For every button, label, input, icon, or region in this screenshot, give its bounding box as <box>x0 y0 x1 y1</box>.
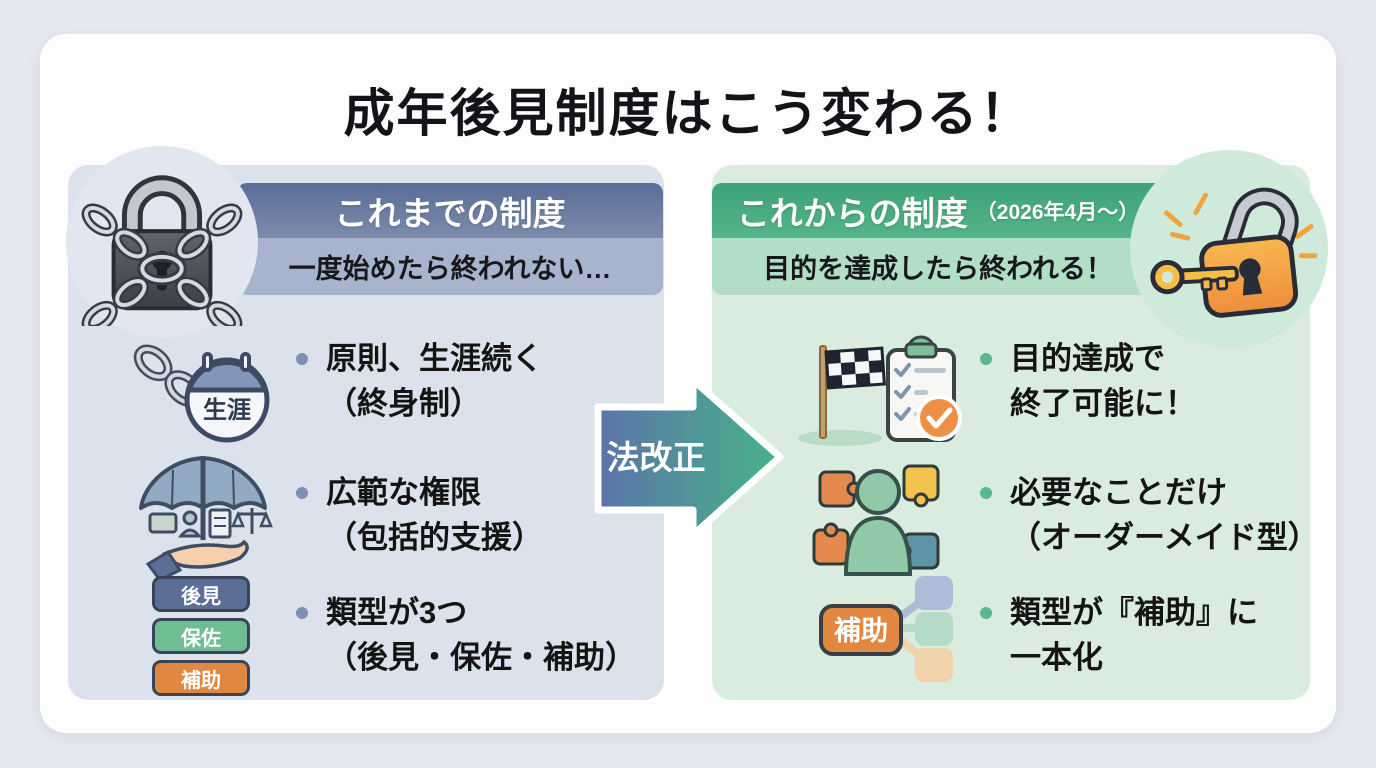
old-item-3-line2: （後見・保佐・補助） <box>326 640 636 675</box>
new-system-subheader-label: 目的を達成したら終われる！ <box>763 254 1113 284</box>
old-system-header: これまでの制度 <box>237 183 663 238</box>
new-item-1-text: 目的達成で 終了可能に！ <box>980 336 1376 426</box>
old-system-header-label: これまでの制度 <box>334 194 566 232</box>
bullet-icon <box>296 487 308 499</box>
old-item-1-text: 原則、生涯続く （終身制） <box>296 336 696 426</box>
unlocked-padlock-circle <box>1130 150 1328 348</box>
new-item-3-line2: 一本化 <box>1010 640 1103 675</box>
old-item-3-line1: 類型が3つ <box>326 595 468 630</box>
old-item-2-line2: （包括的支援） <box>326 520 543 555</box>
lifetime-calendar-label: 生涯 <box>203 397 251 424</box>
chain-calendar-icon: 生涯 <box>133 344 270 443</box>
hosa-badge: 保佐 <box>152 618 250 654</box>
law-reform-label: 法改正 <box>607 439 706 476</box>
right-arrow-icon: 法改正 <box>594 376 784 539</box>
new-system-header-label: これからの制度 <box>736 194 968 232</box>
bullet-icon <box>980 353 992 365</box>
new-item-2-line1: 必要なことだけ <box>1010 475 1227 510</box>
old-item-2-icon <box>128 448 278 578</box>
old-item-2-text: 広範な権限 （包括的支援） <box>296 470 696 560</box>
unlocked-padlock-key-icon <box>1150 187 1317 318</box>
new-item-2-line2: （オーダーメイド型） <box>1010 520 1319 555</box>
new-system-header-note: （2026年4月～） <box>975 200 1140 224</box>
old-item-1-icon: 生涯 <box>130 332 280 447</box>
new-item-1-line2: 終了可能に！ <box>1010 386 1196 421</box>
goal-flag-checklist-icon <box>798 335 962 446</box>
chained-padlock-circle <box>66 146 258 338</box>
old-item-1-line2: （終身制） <box>326 386 481 421</box>
old-system-subheader: 一度始めたら終われない… <box>237 238 663 295</box>
law-reform-arrow: 法改正 <box>588 352 788 557</box>
new-item-2-text: 必要なことだけ （オーダーメイド型） <box>980 470 1376 560</box>
bullet-icon <box>296 607 308 619</box>
puzzle-person-icon <box>812 464 940 576</box>
bullet-icon <box>980 607 992 619</box>
new-item-3-icon: 補助 <box>815 572 985 684</box>
old-item-3-text: 類型が3つ （後見・保佐・補助） <box>296 590 696 680</box>
new-item-1-icon <box>792 332 972 450</box>
old-item-1-line1: 原則、生涯続く <box>326 341 543 376</box>
hojo-unification-icon: 補助 <box>819 576 953 682</box>
hojo-branch-badge-label: 補助 <box>833 616 888 646</box>
new-item-3-line1: 類型が『補助』に <box>1010 595 1258 630</box>
new-item-1-line1: 目的達成で <box>1010 341 1165 376</box>
old-system-subheader-label: 一度始めたら終われない… <box>288 254 612 284</box>
hojo-badge: 補助 <box>152 660 250 696</box>
page-title: 成年後見制度はこう変わる！ <box>343 85 1033 142</box>
umbrella-hand-icon <box>139 456 273 578</box>
bullet-icon <box>296 353 308 365</box>
bullet-icon <box>980 487 992 499</box>
new-system-subheader: 目的を達成したら終われる！ <box>712 238 1164 295</box>
old-item-3-icon: 後見 保佐 補助 <box>152 576 250 696</box>
old-item-2-line1: 広範な権限 <box>326 475 481 510</box>
new-item-3-text: 類型が『補助』に 一本化 <box>980 590 1376 680</box>
new-item-2-icon <box>800 448 960 576</box>
new-system-header: これからの制度 （2026年4月～） <box>712 183 1164 238</box>
koken-badge: 後見 <box>152 576 250 612</box>
chained-padlock-icon <box>81 175 243 326</box>
